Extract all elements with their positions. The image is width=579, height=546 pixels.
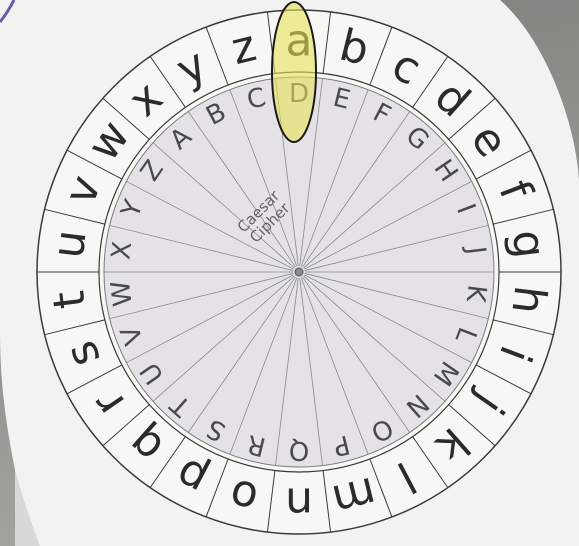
inner-ring-letter: X [106,240,138,261]
center-rivet [295,268,303,276]
highlight-ellipse [272,2,316,142]
outer-ring-letter: n [285,478,313,529]
inner-ring-letter: Q [289,435,309,465]
inner-ring-letter: W [106,279,139,308]
